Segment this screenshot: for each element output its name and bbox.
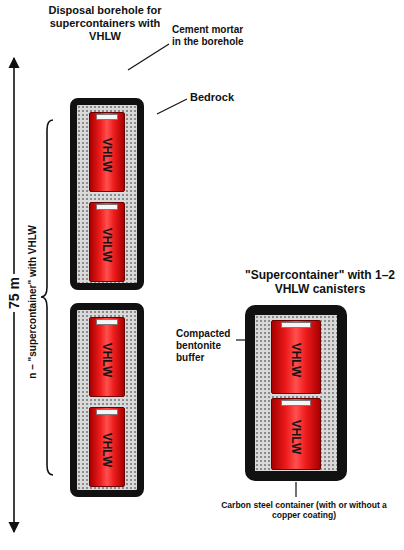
- leader-line: [157, 99, 187, 114]
- borehole: VHLW VHLW VHLW VHLW Disposal borehole for su…: [45, 0, 165, 540]
- canister-cap: [96, 319, 118, 325]
- canister-label: VHLW: [289, 343, 303, 378]
- canister-label: VHLW: [100, 138, 114, 173]
- leader-line: [128, 44, 169, 70]
- vhlw-canister: VHLW: [89, 112, 125, 192]
- canister-cap: [281, 322, 312, 328]
- vhlw-canister: VHLW: [89, 202, 125, 282]
- callout-label: Bedrock: [190, 91, 234, 104]
- vhlw-canister: VHLW: [89, 317, 125, 397]
- label-holder: Bedrock: [190, 91, 234, 104]
- vhlw-canister: VHLW: [271, 398, 321, 470]
- leader-line: [295, 482, 296, 497]
- dimension-label: 75 m: [6, 274, 23, 312]
- canister-label: VHLW: [100, 343, 114, 378]
- canister-cap: [96, 114, 118, 120]
- supercontainer-detail: VHLW VHLW "Supercontainer" with 1–2 VHLW c…: [238, 264, 402, 482]
- cement-mortar: [62, 55, 148, 512]
- heading: "Supercontainer" with 1–2 VHLW canisters: [238, 268, 402, 296]
- canister-cap: [96, 409, 118, 415]
- vhlw-canister: VHLW: [89, 407, 125, 487]
- supercontainer: VHLW VHLW: [70, 303, 144, 497]
- vhlw-canister: VHLW: [271, 320, 321, 394]
- bedrock-hole: [45, 55, 165, 539]
- heading: Disposal borehole for supercontainers wi…: [45, 4, 165, 43]
- callout-label: Compacted bentonite buffer: [176, 328, 238, 364]
- callout-label: Cement mortar in the borehole: [172, 24, 254, 48]
- callout-label: Carbon steel container (with or without …: [206, 500, 402, 520]
- supercontainer: VHLW VHLW: [70, 98, 144, 290]
- label-holder: Carbon steel container (with or without …: [206, 500, 402, 520]
- label-holder: Cement mortar in the borehole: [172, 24, 254, 48]
- canister-cap: [281, 400, 312, 406]
- canister-cap: [96, 204, 118, 210]
- canister-label: VHLW: [100, 433, 114, 468]
- bracket: [41, 120, 53, 475]
- canister-label: VHLW: [289, 420, 303, 455]
- canister-label: VHLW: [100, 228, 114, 263]
- dimension-label: n – "supercontainer" with VHLW: [27, 225, 39, 378]
- label-holder: Compacted bentonite buffer: [176, 328, 238, 364]
